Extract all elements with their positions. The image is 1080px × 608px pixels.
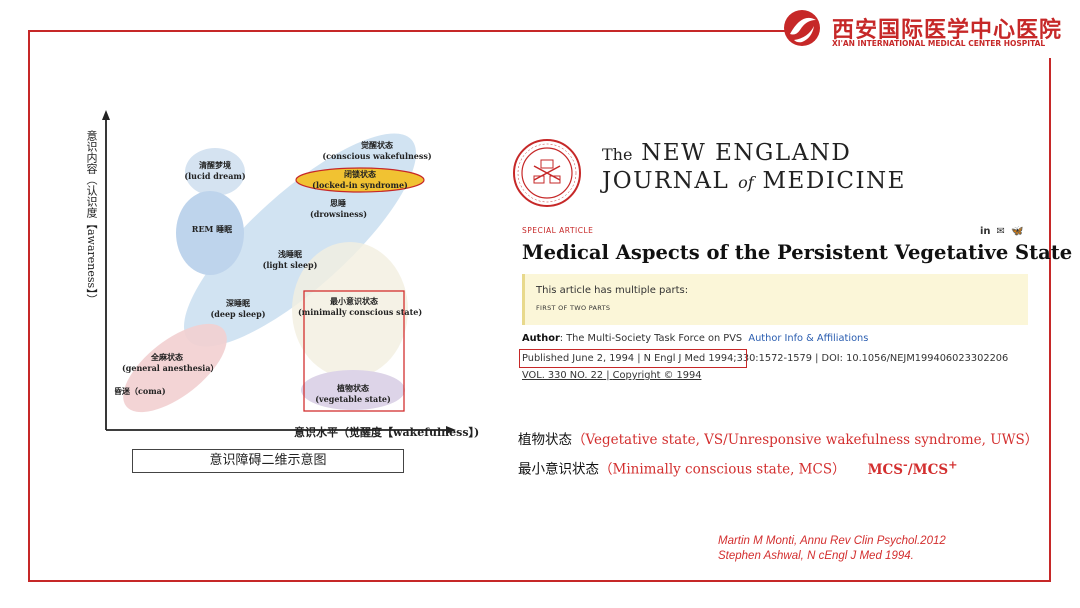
journal-name-line2b: MEDICINE xyxy=(762,168,906,194)
lucid-dream-label: 清醒梦境(lucid dream) xyxy=(184,160,246,181)
citation-2: Stephen Ashwal, N cEngl J Med 1994. xyxy=(718,550,914,562)
frame-right-line xyxy=(1049,58,1051,582)
volume-link[interactable]: VOL. 330 NO. 22 xyxy=(522,370,604,381)
mcs-highlight-box xyxy=(303,290,405,412)
author-value: : The Multi-Society Task Force on PVS xyxy=(559,333,743,344)
mcs-subtypes: MCS-/MCS+ xyxy=(867,457,958,478)
diagram-caption: 意识障碍二维示意图 xyxy=(132,449,404,473)
volume-separator: | xyxy=(606,370,610,381)
drowsiness-label: 思睡(drowsiness) xyxy=(310,198,368,219)
journal-name-line1: NEW ENGLAND xyxy=(641,140,852,166)
linkedin-icon[interactable]: in xyxy=(980,226,991,237)
vegetative-label: 植物状态(vegetable state) xyxy=(315,383,391,404)
rem-bubble xyxy=(176,191,244,275)
anesthesia-coma-region xyxy=(123,323,227,413)
publication-line: Published June 2, 1994 | N Engl J Med 19… xyxy=(522,353,1008,364)
journal-masthead: The NEW ENGLAND JOURNAL of MEDICINE xyxy=(602,140,906,194)
hospital-logo: 西安国际医学中心医院 XI'AN INTERNATIONAL MEDICAL C… xyxy=(780,6,1070,50)
bluesky-icon[interactable]: 🦋 xyxy=(1010,226,1024,237)
nejm-seal-icon xyxy=(513,139,581,207)
vs-cn: 植物状态 xyxy=(518,432,572,448)
deep-sleep-label: 深睡眠(deep sleep) xyxy=(210,298,266,319)
conscious-label: 觉醒状态(conscious wakefulness) xyxy=(322,140,432,161)
diagram-graphics xyxy=(102,110,456,434)
coma-label: 昏迷（coma) xyxy=(114,386,166,396)
x-axis-arrow xyxy=(446,426,456,434)
mcs-label: 最小意识状态(minimally conscious state) xyxy=(298,296,423,317)
locked-in-label: 闭锁状态(locked-in syndrome) xyxy=(312,169,408,190)
frame-bottom-line xyxy=(28,580,1051,582)
article-section-label: SPECIAL ARTICLE xyxy=(522,226,594,235)
vegetative-bubble xyxy=(301,370,405,410)
multipart-notice: This article has multiple parts: FIRST O… xyxy=(522,274,1028,325)
article-title: Medical Aspects of the Persistent Vegeta… xyxy=(522,241,1073,264)
volume-line: VOL. 330 NO. 22 | Copyright © 1994 xyxy=(522,370,701,381)
pages-doi: 330:1572-1579 | DOI: 10.1056/NEJM1994060… xyxy=(736,353,1009,364)
notice-parts-link[interactable]: FIRST OF TWO PARTS xyxy=(536,304,611,312)
author-label: Author xyxy=(522,333,560,344)
published-highlight-box xyxy=(519,349,747,368)
y-axis-label: 意识内容（认识度【awareness】） xyxy=(85,130,98,305)
mcs-region xyxy=(292,242,408,378)
author-info-link[interactable]: Author Info & Affiliations xyxy=(748,333,869,344)
journal-the: The xyxy=(602,145,633,164)
share-icons: in ✉ 🦋 xyxy=(974,226,1023,237)
journal-name-line2a: JOURNAL xyxy=(602,168,730,194)
mcs-en: （Minimally conscious state, MCS） xyxy=(599,461,846,478)
locked-in-bubble xyxy=(295,167,425,193)
notice-accent-line xyxy=(522,274,525,325)
vs-en: （Vegetative state, VS/Unresponsive wakef… xyxy=(572,432,1039,448)
mcs-cn: 最小意识状态 xyxy=(518,461,599,478)
lucid-dream-bubble xyxy=(185,148,245,196)
frame-top-line xyxy=(28,30,788,32)
copyright-link[interactable]: Copyright © 1994 xyxy=(612,370,702,381)
notice-text: This article has multiple parts: xyxy=(536,285,689,296)
y-axis-arrow xyxy=(102,110,110,120)
author-line: Author: The Multi-Society Task Force on … xyxy=(522,333,868,344)
anesthesia-label: 全麻状态(general anesthesia） xyxy=(122,352,219,373)
hospital-name-cn: 西安国际医学中心医院 xyxy=(832,18,1063,43)
x-axis-label: 意识水平（觉醒度【wakefulness】) xyxy=(294,426,480,439)
citation-1: Martin M Monti, Annu Rev Clin Psychol.20… xyxy=(718,535,946,547)
mail-icon[interactable]: ✉ xyxy=(996,226,1005,237)
published-date: Published June 2, 1994 | N Engl J Med 19… xyxy=(522,353,737,364)
mcs-state-line: 最小意识状态（Minimally conscious state, MCS） MC… xyxy=(518,457,958,478)
rem-label: REM 睡眠 xyxy=(191,224,233,234)
frame-left-line xyxy=(28,30,30,582)
hospital-name-en: XI'AN INTERNATIONAL MEDICAL CENTER HOSPI… xyxy=(832,39,1046,48)
journal-of: of xyxy=(738,173,754,192)
light-sleep-label: 浅睡眠(light sleep) xyxy=(262,249,318,270)
consciousness-diagram: 意识内容（认识度【awareness】） 觉醒状态(conscious wake… xyxy=(70,100,490,450)
hospital-logo-icon xyxy=(784,10,820,46)
vegetative-state-line: 植物状态（Vegetative state, VS/Unresponsive w… xyxy=(518,428,1038,448)
